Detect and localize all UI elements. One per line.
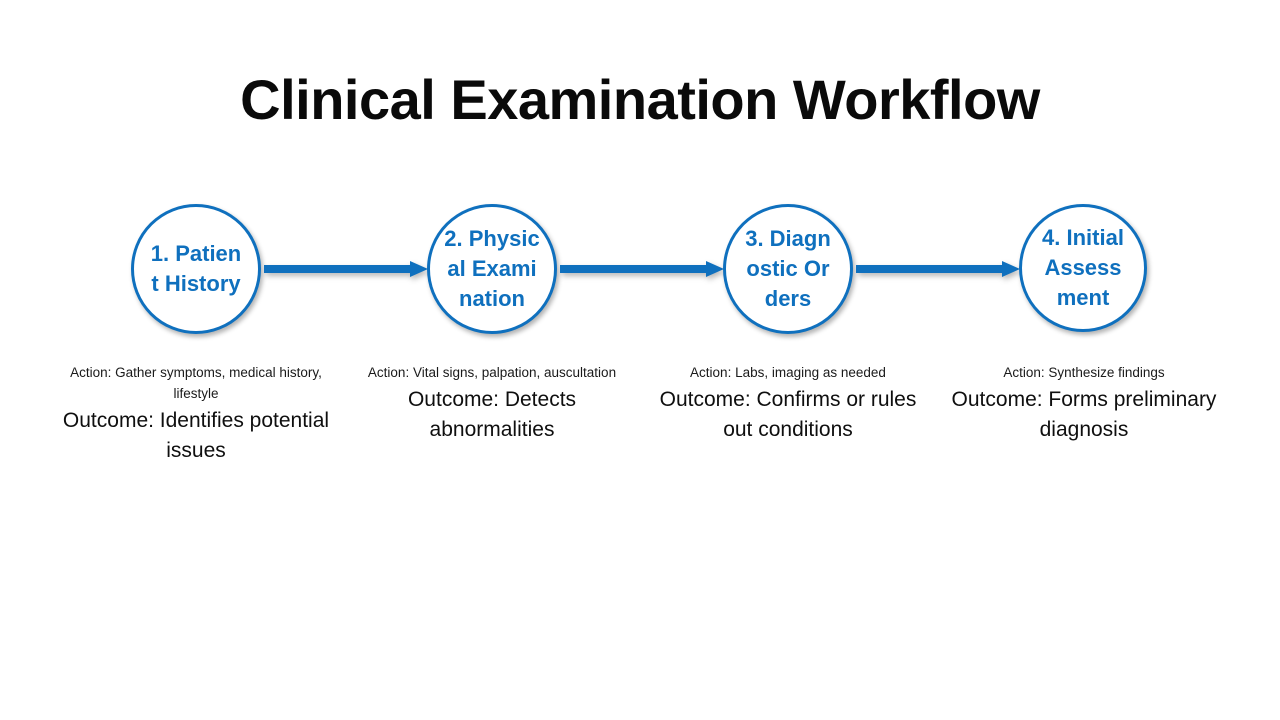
arrow-right-icon-1 <box>264 261 428 277</box>
node-outcome-text: Outcome: Forms preliminary diagnosis <box>951 388 1217 441</box>
flow-node-label: 3. Diagnostic Orders <box>745 226 831 311</box>
flow-node-patient-history[interactable]: 1. Patient History <box>131 204 261 334</box>
node-circle <box>1019 204 1147 332</box>
flow-node-physical-examination[interactable]: 2. Physical Examination <box>427 204 557 334</box>
flow-node-initial-assessment[interactable]: 4. Initial Assessment <box>1019 204 1147 332</box>
page-title: Clinical Examination Workflow <box>240 68 1040 131</box>
node-action-text: Action: Gather symptoms, medical history… <box>70 365 322 401</box>
node-circle <box>131 204 261 334</box>
flow-node-caption-2: Action: Vital signs, palpation, ausculta… <box>356 362 628 445</box>
node-circle <box>427 204 557 334</box>
node-action-text: Action: Synthesize findings <box>1003 365 1165 380</box>
arrow-right-icon-3 <box>856 261 1020 277</box>
node-outcome-text: Outcome: Confirms or rules out condition… <box>659 388 917 441</box>
node-action-text: Action: Labs, imaging as needed <box>690 365 886 380</box>
workflow-diagram: 1. Patient History 2. Physical Examinati… <box>0 204 1280 336</box>
flow-node-caption-1: Action: Gather symptoms, medical history… <box>60 362 332 466</box>
arrow-right-icon-2 <box>560 261 724 277</box>
flow-node-label: 2. Physical Examination <box>444 226 540 311</box>
flow-node-label: 1. Patient History <box>150 241 242 296</box>
node-circle <box>723 204 853 334</box>
flow-node-label: 4. Initial Assessment <box>1042 225 1124 310</box>
node-outcome-text: Outcome: Identifies potential issues <box>62 409 330 462</box>
node-outcome-text: Outcome: Detects abnormalities <box>407 388 577 441</box>
flow-node-caption-4: Action: Synthesize findings Outcome: For… <box>948 362 1220 445</box>
node-action-text: Action: Vital signs, palpation, ausculta… <box>367 365 617 380</box>
flow-node-caption-3: Action: Labs, imaging as needed Outcome:… <box>652 362 924 445</box>
flow-node-diagnostic-orders[interactable]: 3. Diagnostic Orders <box>723 204 853 334</box>
